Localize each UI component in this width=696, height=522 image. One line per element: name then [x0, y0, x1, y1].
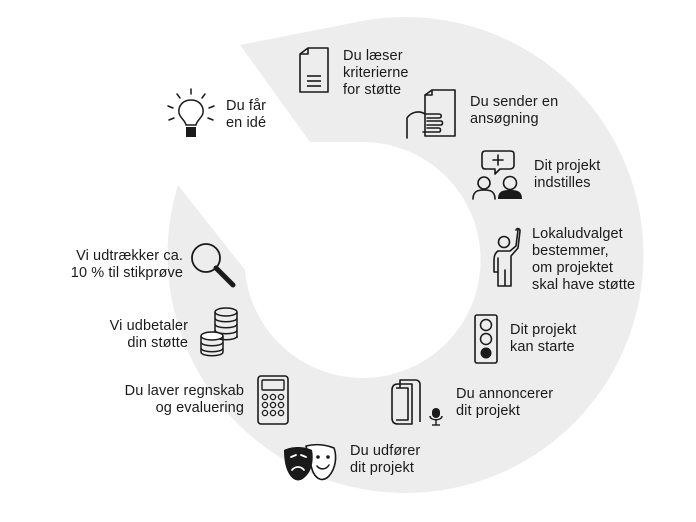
- theater-masks-icon: [284, 440, 342, 481]
- step-start-label: Dit projekt kan starte: [510, 322, 577, 355]
- coins-icon: [198, 306, 242, 358]
- step-execute-label: Du udfører dit projekt: [350, 443, 421, 476]
- phone-microphone-icon: [390, 378, 446, 428]
- cycle-ring-arrow: [167, 17, 644, 494]
- hand-document-icon: [405, 88, 459, 140]
- calculator-icon: [256, 374, 290, 426]
- step-accounting-label: Du laver regnskab og evaluering: [124, 383, 244, 416]
- step-announce-label: Du annoncerer dit projekt: [456, 386, 554, 419]
- step-payout-label: Vi udbetaler din støtte: [109, 318, 188, 351]
- step-criteria-label: Du læser kriterierne for støtte: [343, 48, 409, 98]
- step-apply-label: Du sender en ansøgning: [470, 94, 559, 127]
- people-speech-icon: [470, 148, 522, 200]
- traffic-light-icon: [473, 313, 499, 365]
- magnifier-icon: [188, 240, 238, 290]
- raised-hand-person-icon: [490, 226, 524, 290]
- lightbulb-icon: [164, 86, 218, 137]
- step-decide-label: Lokaludvalget bestemmer, om projektet sk…: [532, 226, 636, 293]
- step-nominate-label: Dit projekt indstilles: [534, 158, 601, 191]
- document-icon: [297, 46, 331, 94]
- step-idea-label: Du får en idé: [226, 98, 267, 131]
- step-sample-label: Vi udtrækker ca. 10 % til stikprøve: [70, 248, 183, 281]
